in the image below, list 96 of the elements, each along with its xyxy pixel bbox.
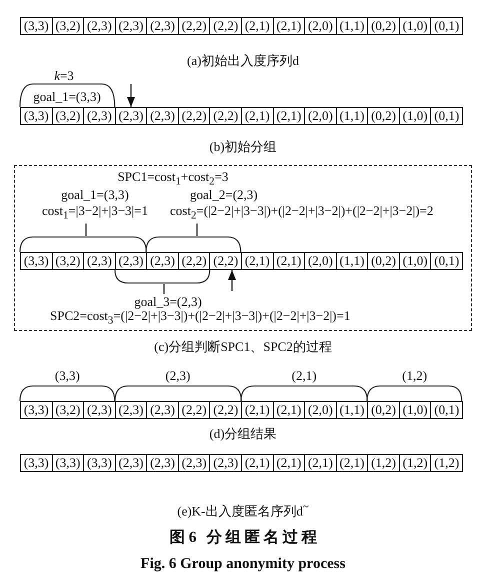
sequence-cell: (2,3) — [83, 17, 116, 35]
sequence-cell: (0,1) — [430, 401, 463, 419]
group-label: (1,2) — [402, 369, 428, 383]
sequence-cell: (2,1) — [241, 17, 274, 35]
subfigure-caption: (a)初始出入度序列d — [187, 54, 299, 68]
sequence-cell: (2,2) — [178, 17, 210, 35]
sequence-cell: (2,3) — [146, 17, 179, 35]
sequence-cell: (1,0) — [398, 107, 432, 125]
arrow — [126, 84, 135, 107]
sequence-cell: (1,1) — [336, 107, 368, 125]
group-label: goal_2=(2,3) — [190, 187, 258, 203]
sequence-cell: (2,1) — [272, 454, 306, 472]
sequence-cell: (2,2) — [209, 401, 242, 419]
leader-line — [196, 224, 198, 236]
sequence-cell: (2,1) — [272, 17, 306, 35]
sequence-cell: (2,3) — [209, 454, 242, 472]
sequence-cell: (2,3) — [146, 454, 179, 472]
sequence-cell: (2,3) — [114, 17, 148, 35]
sequence-cell: (2,2) — [178, 252, 210, 270]
sequence-cell: (3,3) — [20, 252, 53, 270]
sequence-cell: (2,1) — [272, 252, 306, 270]
figure-caption: 图6 分组匿名过程 — [170, 529, 320, 547]
sequence-cell: (2,0) — [304, 401, 337, 419]
sequence-cell: (2,1) — [241, 454, 274, 472]
sequence-cell: (3,2) — [52, 17, 84, 35]
sequence-cell: (3,2) — [52, 252, 84, 270]
formula-text: SPC2=cost$_{3}$=(|2−2|+|3−3|)+(|2−2|+|3−3|)+(|2−2|+|3−2|)=1 — [50, 309, 350, 328]
sequence-cell: (3,3) — [20, 107, 53, 125]
parameter-label: k=3 — [54, 69, 74, 83]
sequence-cell: (2,1) — [272, 401, 306, 419]
group-label: (2,1) — [292, 369, 317, 383]
sequence-cell: (3,3) — [52, 454, 84, 472]
sequence-cell: (1,2) — [398, 454, 432, 472]
figure-caption: Fig. 6 Group anonymity process — [140, 557, 346, 571]
sequence-cell: (0,1) — [430, 252, 463, 270]
sequence-cell: (0,1) — [430, 107, 463, 125]
sequence-cell: (1,1) — [336, 17, 368, 35]
sequence-cell: (3,2) — [52, 107, 84, 125]
sequence-cell: (2,1) — [241, 252, 274, 270]
sequence-cell: (2,0) — [304, 252, 337, 270]
sequence-cell: (2,1) — [304, 454, 337, 472]
sequence-cell: (0,1) — [430, 17, 463, 35]
leader-line — [85, 224, 87, 236]
sequence-cell: (2,3) — [114, 107, 148, 125]
group-label: goal_1=(3,3) — [33, 90, 101, 104]
sequence-cell: (0,2) — [367, 401, 400, 419]
sequence-cell: (2,1) — [336, 454, 368, 472]
sequence-cell: (2,1) — [272, 107, 306, 125]
sequence-cell: (3,3) — [20, 401, 53, 419]
sequence-cell: (2,3) — [146, 252, 179, 270]
sequence-cell: (3,3) — [20, 17, 53, 35]
sequence-cell: (2,3) — [146, 107, 179, 125]
subfigure-caption: (c)分组判断SPC1、SPC2的过程 — [154, 340, 332, 354]
cost-formula: cost$_{1}$=|3−2|+|3−3|=1 — [42, 203, 148, 224]
sequence-cell: (2,3) — [146, 401, 179, 419]
group-label: goal_3=(2,3) — [134, 294, 202, 310]
sequence-cell: (0,2) — [367, 252, 400, 270]
sequence-cell: (2,3) — [114, 454, 148, 472]
group-label: goal_1=(3,3) — [61, 187, 129, 203]
sequence-cell: (1,1) — [336, 401, 368, 419]
sequence-cell: (0,2) — [367, 17, 400, 35]
sequence-cell: (2,0) — [304, 107, 337, 125]
sequence-cell: (2,3) — [114, 252, 148, 270]
dashed-frame — [14, 165, 472, 331]
subfigure-caption: (e)K-出入度匿名序列d$^{~}$ — [177, 500, 309, 518]
sequence-cell: (1,2) — [367, 454, 400, 472]
cost-formula: cost$_{2}$=(|2−2|+|3−3|)+(|2−2|+|3−2|)+(|2−2|+|3−2|)=2 — [170, 203, 434, 224]
sequence-cell: (2,3) — [114, 401, 148, 419]
leader-line — [163, 284, 165, 294]
sequence-cell: (2,2) — [209, 17, 242, 35]
arrow — [228, 270, 236, 291]
sequence-cell: (2,3) — [83, 401, 116, 419]
sequence-cell: (1,1) — [336, 252, 368, 270]
sequence-cell: (2,3) — [83, 252, 116, 270]
sequence-cell: (2,3) — [178, 454, 210, 472]
sequence-cell: (2,2) — [209, 107, 242, 125]
sequence-cell: (2,2) — [209, 252, 242, 270]
sequence-cell: (2,1) — [241, 107, 274, 125]
sequence-cell: (0,2) — [367, 107, 400, 125]
sequence-cell: (3,2) — [52, 401, 84, 419]
subfigure-caption: (d)分组结果 — [209, 427, 277, 441]
sequence-cell: (3,3) — [20, 454, 53, 472]
sequence-cell: (2,2) — [178, 401, 210, 419]
sequence-cell: (1,2) — [430, 454, 463, 472]
sequence-cell: (3,3) — [83, 454, 116, 472]
sequence-cell: (2,0) — [304, 17, 337, 35]
sequence-cell: (1,0) — [398, 17, 432, 35]
sequence-cell: (2,3) — [83, 107, 116, 125]
subfigure-caption: (b)初始分组 — [209, 140, 277, 154]
sequence-cell: (1,0) — [398, 252, 432, 270]
formula-text: SPC1=cost$_{1}$+cost$_{2}$=3 — [118, 170, 228, 189]
group-label: (2,3) — [165, 369, 190, 383]
group-label: (3,3) — [54, 369, 80, 383]
sequence-cell: (2,1) — [241, 401, 274, 419]
sequence-cell: (1,0) — [398, 401, 432, 419]
sequence-cell: (2,2) — [178, 107, 210, 125]
